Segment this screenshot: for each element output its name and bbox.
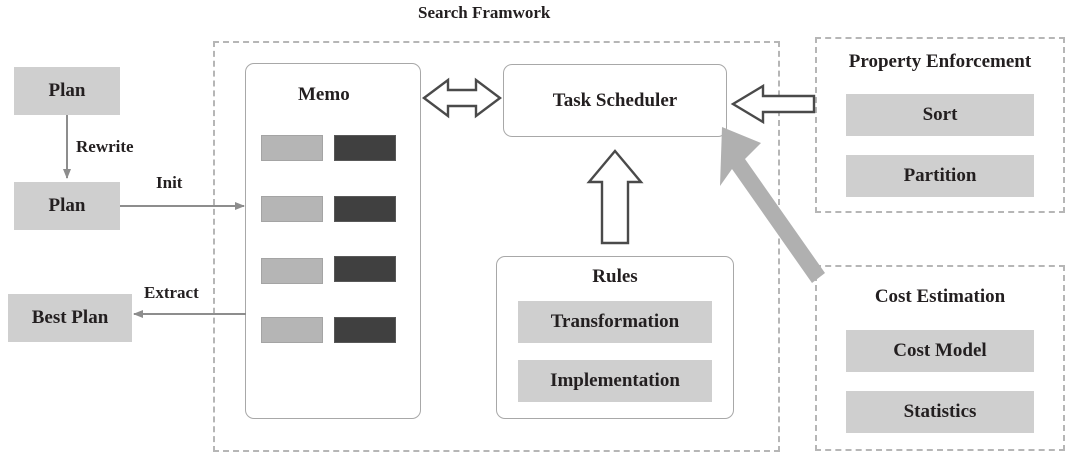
memo-cell-light <box>261 135 323 161</box>
memo-cell-light <box>261 317 323 343</box>
best-plan-box[interactable]: Best Plan <box>8 294 132 342</box>
rules-item-label: Transformation <box>550 311 680 332</box>
memo-cell-dark <box>334 317 396 343</box>
cost-item-label: Cost Model <box>893 340 987 361</box>
diagram-title: Search Framwork <box>418 3 551 22</box>
memo-cell-dark <box>334 256 396 282</box>
task-scheduler-label: Task Scheduler <box>552 89 678 111</box>
memo-title: Memo <box>298 84 350 105</box>
init-edge-label: Init <box>156 173 183 192</box>
property-enforcement-container <box>815 37 1065 213</box>
best-plan-label: Best Plan <box>31 307 109 328</box>
cost-estimation-title: Cost Estimation <box>874 286 1006 307</box>
rules-item-transformation[interactable]: Transformation <box>518 301 712 343</box>
property-enforcement-item-sort[interactable]: Sort <box>846 94 1034 136</box>
rules-item-label: Implementation <box>550 370 680 391</box>
property-item-label: Partition <box>903 165 977 186</box>
task-scheduler-box[interactable] <box>503 64 727 137</box>
plan-bottom-box[interactable]: Plan <box>14 182 120 230</box>
memo-cell-dark <box>334 196 396 222</box>
rewrite-edge-label: Rewrite <box>76 137 134 156</box>
plan-top-box[interactable]: Plan <box>14 67 120 115</box>
plan-top-label: Plan <box>48 80 86 101</box>
extract-edge-label: Extract <box>144 283 199 302</box>
property-item-label: Sort <box>922 104 958 125</box>
plan-bottom-label: Plan <box>48 195 86 216</box>
cost-estimation-item-statistics[interactable]: Statistics <box>846 391 1034 433</box>
memo-cell-dark <box>334 135 396 161</box>
rules-item-implementation[interactable]: Implementation <box>518 360 712 402</box>
property-enforcement-item-partition[interactable]: Partition <box>846 155 1034 197</box>
memo-cell-light <box>261 258 323 284</box>
cost-item-label: Statistics <box>903 401 977 422</box>
cost-estimation-container <box>815 265 1065 451</box>
rules-title: Rules <box>592 266 638 287</box>
cost-estimation-item-cost-model[interactable]: Cost Model <box>846 330 1034 372</box>
property-enforcement-title: Property Enforcement <box>848 51 1032 72</box>
memo-box[interactable] <box>245 63 421 419</box>
memo-cell-light <box>261 196 323 222</box>
